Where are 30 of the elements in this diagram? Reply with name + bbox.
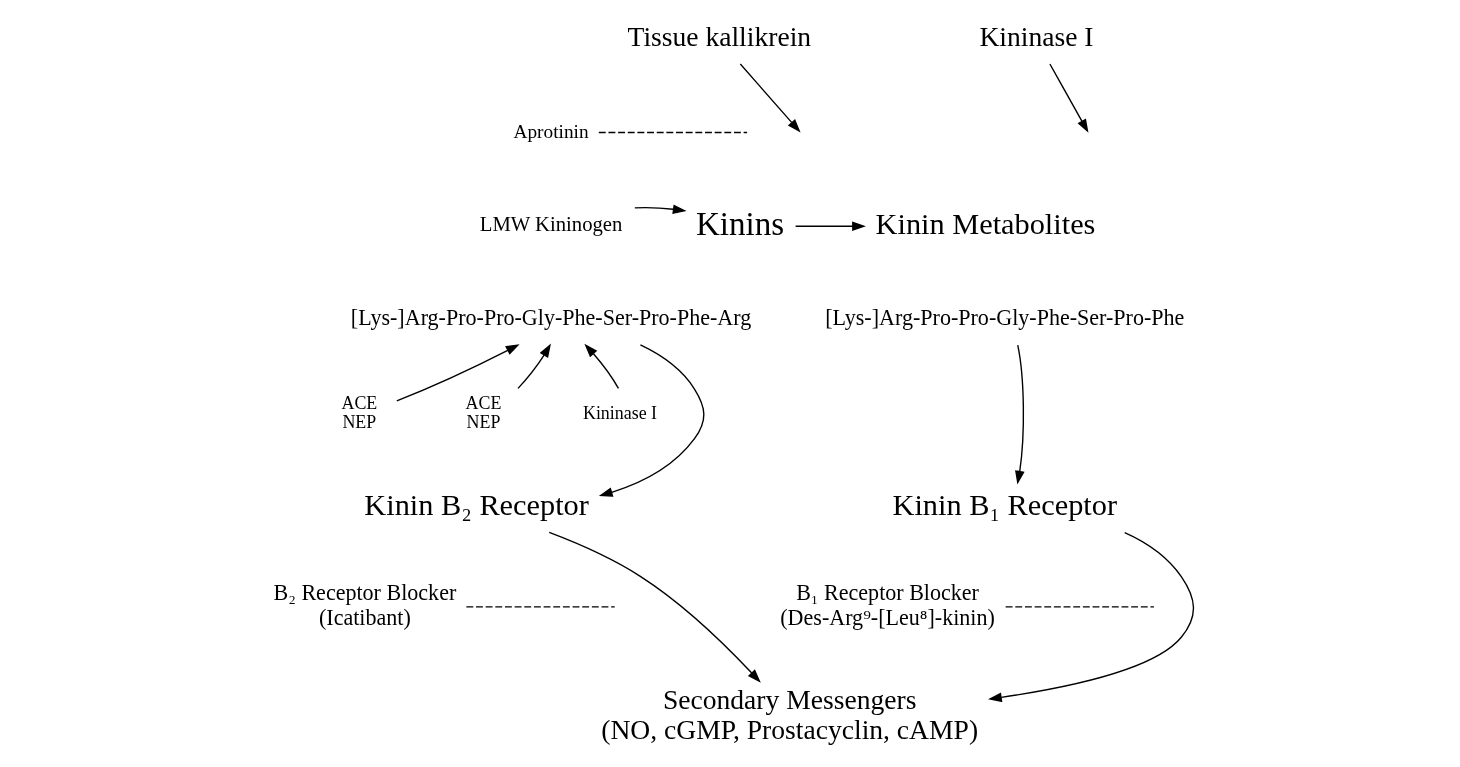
- connector: [598, 131, 748, 134]
- arrow: [988, 531, 1195, 703]
- node-text: [Lys-]Arg-Pro-Pro-Gly-Phe-Ser-Pro-Phe: [825, 305, 1185, 331]
- node-text: ACE NEP: [341, 392, 378, 433]
- arrow: [1015, 344, 1025, 485]
- arrow: [598, 344, 705, 497]
- node-text: Secondary Messengers (NO, cGMP, Prostacyclin, cAMP): [601, 683, 979, 746]
- node-text: Kininase I: [979, 20, 1094, 52]
- connector: [1004, 606, 1155, 608]
- arrow: [794, 221, 866, 232]
- arrow: [739, 63, 801, 133]
- node-text: ACE NEP: [465, 392, 502, 433]
- arrow: [634, 204, 687, 214]
- arrow: [548, 531, 761, 683]
- node-text: Tissue kallikrein: [627, 20, 812, 52]
- node-text: Kinin B₁ Receptor: [892, 488, 1118, 523]
- arrow: [396, 344, 520, 402]
- node-text: Kinin B₂ Receptor: [364, 488, 589, 523]
- node-text: Aprotinin: [513, 120, 589, 142]
- node-text: Kinin Metabolites: [875, 207, 1096, 241]
- node-text: B₁ Receptor Blocker (Des-Arg⁹-[Leu⁸]-kinin): [780, 579, 995, 630]
- arrow: [517, 343, 551, 390]
- node-text: Kininase I: [582, 402, 658, 423]
- node-text: [Lys-]Arg-Pro-Pro-Gly-Phe-Ser-Pro-Phe-Arg: [350, 305, 752, 331]
- arrow: [1049, 63, 1089, 133]
- node-text: B₂ Receptor Blocker (Icatibant): [273, 579, 457, 630]
- node-text: Kinins: [695, 205, 785, 242]
- connector: [465, 606, 616, 608]
- node-text: LMW Kininogen: [479, 213, 623, 236]
- arrow: [584, 343, 620, 390]
